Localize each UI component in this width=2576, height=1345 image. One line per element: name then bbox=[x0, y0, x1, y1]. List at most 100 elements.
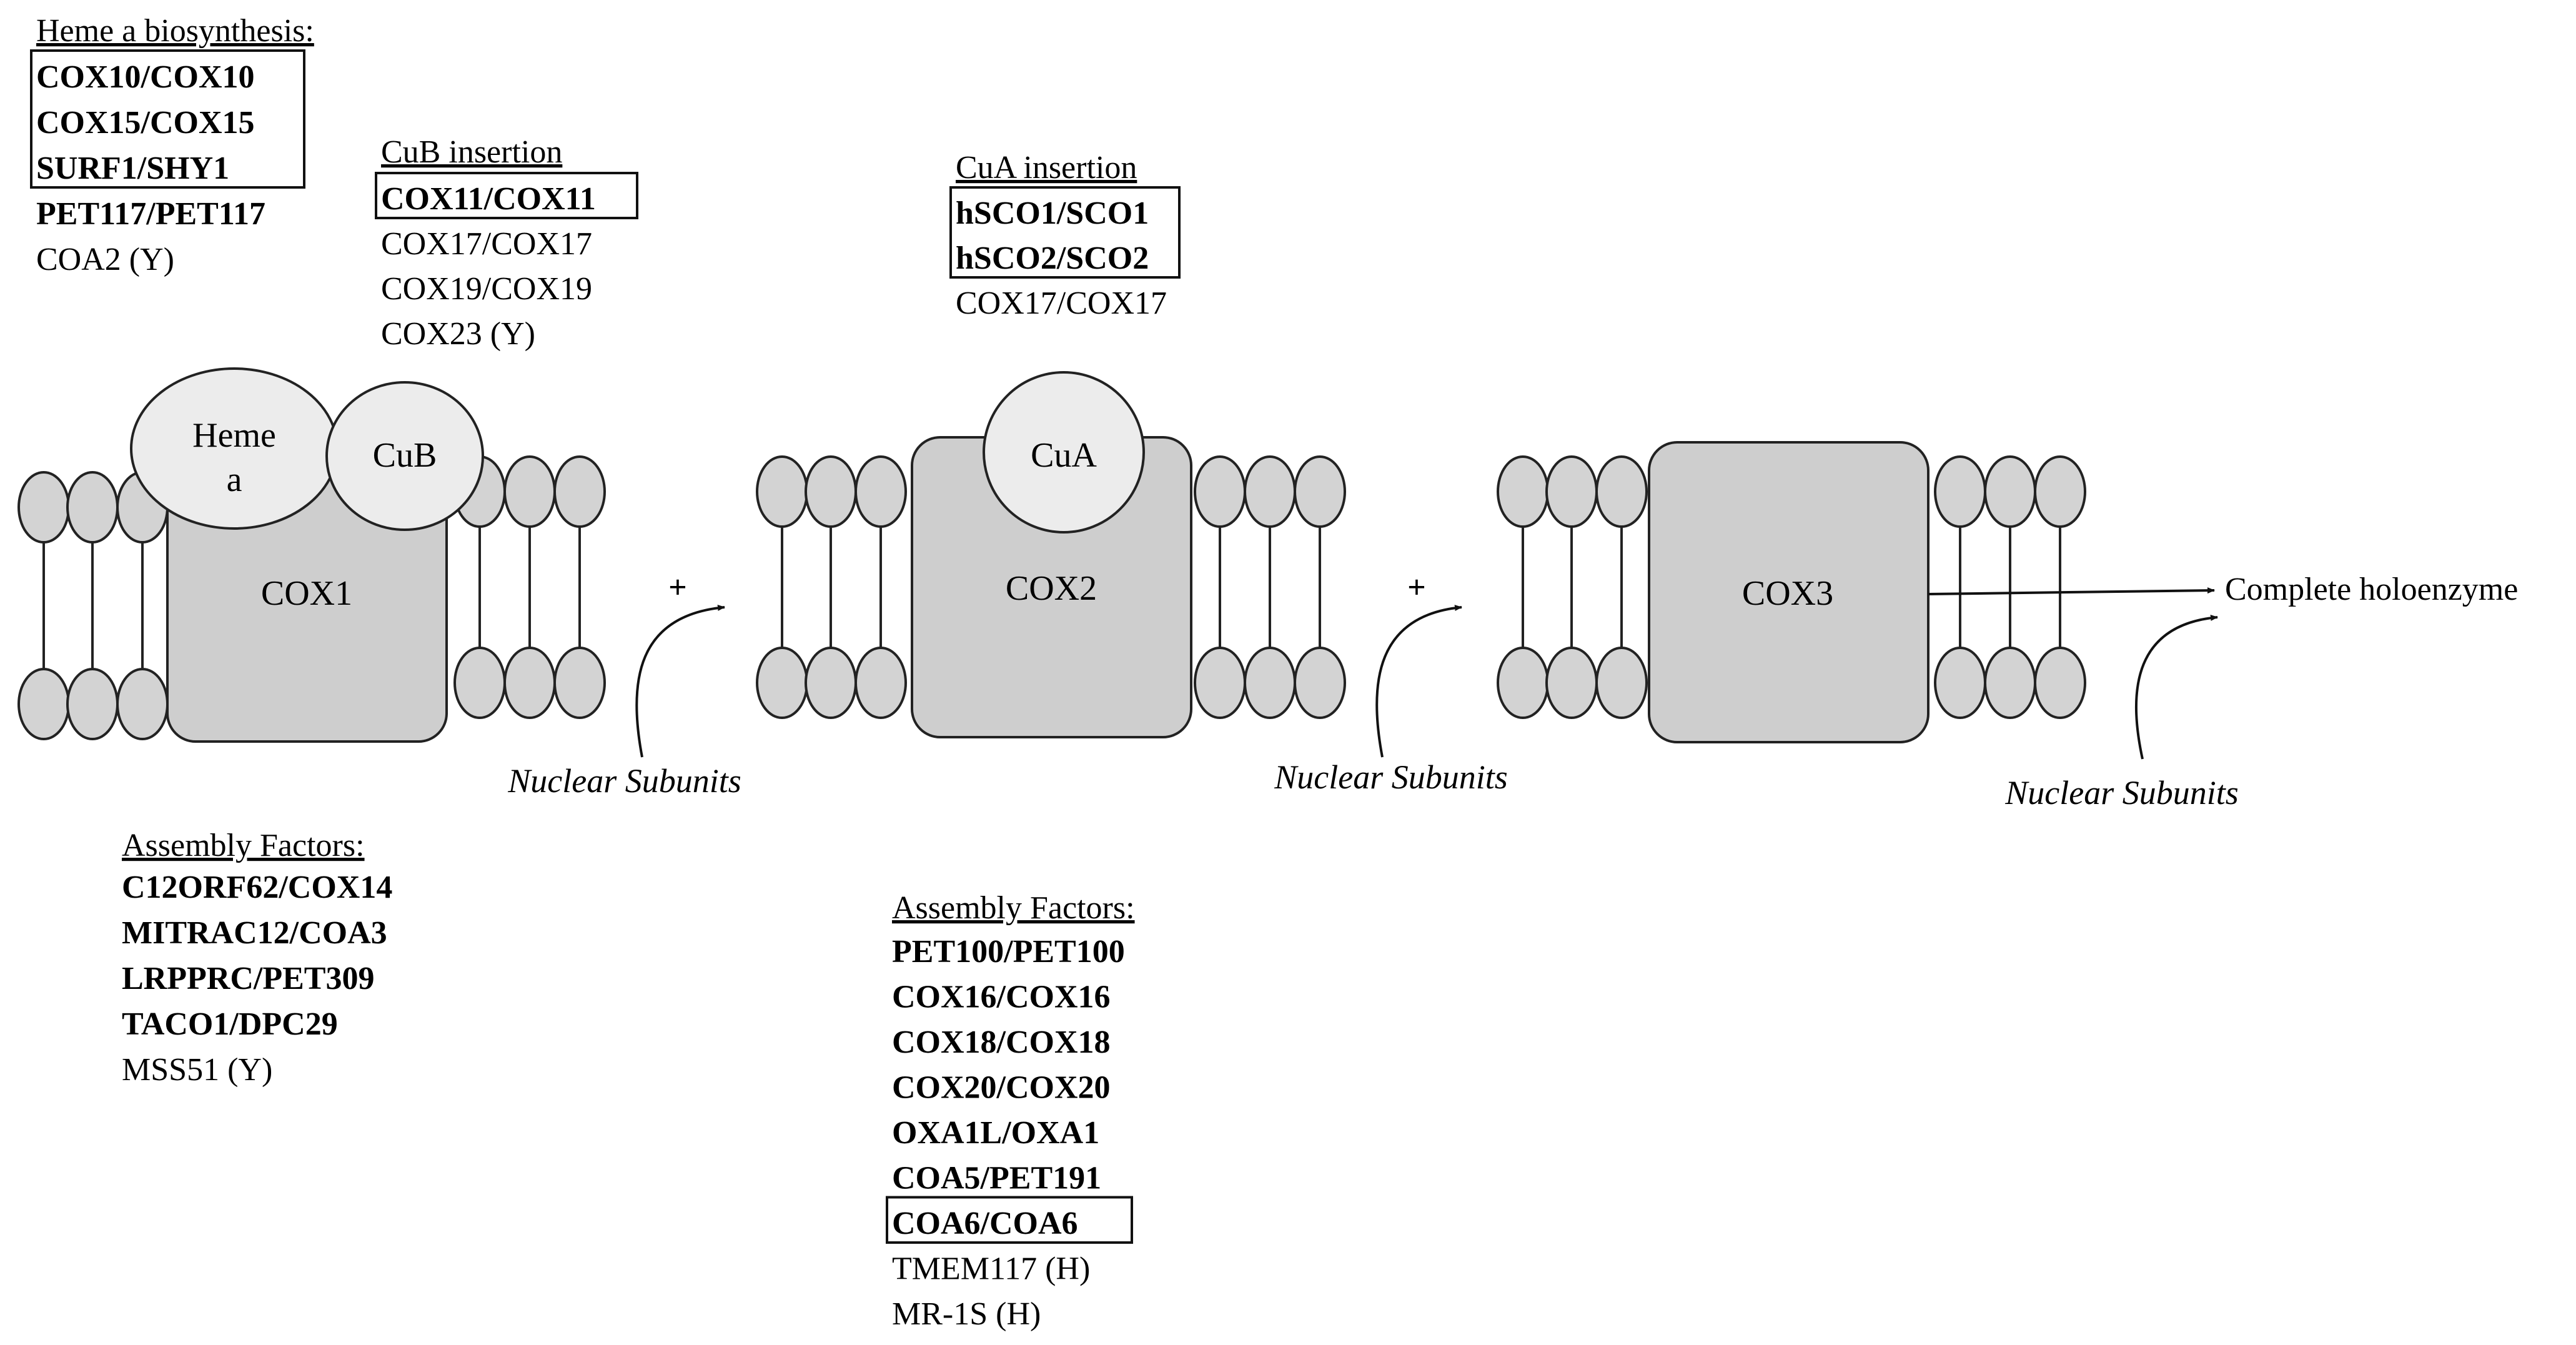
factor-item: TMEM117 (H) bbox=[892, 1251, 1090, 1287]
block-title: Heme a biosynthesis: bbox=[36, 13, 314, 49]
lipid-head-bottom bbox=[553, 647, 606, 719]
lipid-head-top bbox=[756, 455, 808, 528]
cox3-subunit bbox=[1648, 441, 1930, 743]
block-title: CuA insertion bbox=[956, 150, 1137, 186]
cox3-label: COX3 bbox=[1742, 574, 1833, 613]
nuclear-arrow-2 bbox=[1375, 605, 1462, 758]
factor-item: COX10/COX10 bbox=[36, 59, 255, 95]
lipid-head-top bbox=[1934, 455, 1986, 528]
factor-item: COA6/COA6 bbox=[892, 1206, 1078, 1241]
lipid-head-bottom bbox=[17, 668, 70, 740]
factor-item: C12ORF62/COX14 bbox=[122, 870, 392, 905]
cox1-label: COX1 bbox=[261, 574, 352, 613]
lipid-head-bottom bbox=[805, 647, 857, 719]
membrane-cox1-left bbox=[17, 471, 169, 740]
nuclear-arrow-3 bbox=[2134, 615, 2218, 760]
lipid-head-top bbox=[1194, 455, 1246, 528]
factor-item: COX11/COX11 bbox=[381, 181, 596, 217]
assembly-factors-cox2-block: Assembly Factors: PET100/PET100COX16/COX1… bbox=[886, 890, 1135, 1332]
nuclear-subunits-label-2: Nuclear Subunits bbox=[1274, 758, 1508, 796]
cub-insertion-block: CuB insertionCOX11/COX11COX17/COX17COX19… bbox=[375, 134, 638, 352]
lipid-head-bottom bbox=[1595, 647, 1648, 719]
lipid-head-bottom bbox=[855, 647, 907, 719]
heme-label-line1: Heme bbox=[192, 416, 276, 455]
highlight-frame bbox=[375, 172, 638, 219]
lipid-head-bottom bbox=[756, 647, 808, 719]
factor-item: COA2 (Y) bbox=[36, 242, 174, 277]
factor-item: COX16/COX16 bbox=[892, 980, 1111, 1015]
factor-item: COX15/COX15 bbox=[36, 105, 255, 141]
factor-item: LRPPRC/PET309 bbox=[122, 961, 374, 996]
factor-item: COX23 (Y) bbox=[381, 316, 535, 352]
block-title: Assembly Factors: bbox=[122, 828, 365, 863]
lipid-head-bottom bbox=[1244, 647, 1296, 719]
complete-holoenzyme-label: Complete holoenzyme bbox=[2225, 572, 2518, 607]
factor-item: SURF1/SHY1 bbox=[36, 151, 229, 186]
nuclear-subunits-label-1: Nuclear Subunits bbox=[507, 762, 741, 800]
lipid-head-bottom bbox=[503, 647, 556, 719]
factor-item: COX17/COX17 bbox=[381, 226, 592, 262]
factor-item: PET100/PET100 bbox=[892, 934, 1125, 970]
heme-label-line2: a bbox=[227, 460, 242, 499]
lipid-head-top bbox=[503, 455, 556, 528]
lipid-head-top bbox=[1595, 455, 1648, 528]
lipid-head-top bbox=[2034, 455, 2086, 528]
holoenzyme-arrow bbox=[1928, 587, 2215, 595]
plus-sign-1: + bbox=[668, 570, 687, 605]
assembly-factors-cox1-block: Assembly Factors: C12ORF62/COX14MITRAC12/… bbox=[122, 828, 392, 1088]
highlight-frame bbox=[30, 49, 305, 189]
plus-sign-2: + bbox=[1407, 570, 1426, 605]
lipid-head-bottom bbox=[116, 668, 169, 740]
block-title: Assembly Factors: bbox=[892, 890, 1135, 926]
factor-item: hSCO2/SCO2 bbox=[956, 241, 1149, 276]
factor-item: MR-1S (H) bbox=[892, 1296, 1041, 1332]
lipid-head-bottom bbox=[1497, 647, 1549, 719]
factor-item: OXA1L/OXA1 bbox=[892, 1115, 1099, 1151]
membrane-cox1-right bbox=[453, 455, 606, 719]
nuclear-subunits-label-3: Nuclear Subunits bbox=[2004, 774, 2239, 811]
factor-item: COX20/COX20 bbox=[892, 1070, 1111, 1106]
block-title: CuB insertion bbox=[381, 134, 562, 170]
lipid-head-top bbox=[553, 455, 606, 528]
lipid-head-top bbox=[805, 455, 857, 528]
lipid-head-top bbox=[1984, 455, 2036, 528]
factor-item: MITRAC12/COA3 bbox=[122, 915, 387, 951]
nuclear-arrow-1 bbox=[635, 605, 725, 758]
highlight-frame bbox=[886, 1196, 1133, 1244]
lipid-head-bottom bbox=[1984, 647, 2036, 719]
lipid-head-top bbox=[1294, 455, 1346, 528]
membrane-cox2-left bbox=[756, 455, 907, 719]
lipid-head-top bbox=[1545, 455, 1598, 528]
factor-item: COX18/COX18 bbox=[892, 1025, 1111, 1060]
cua-cofactor bbox=[983, 371, 1145, 534]
factor-item: COX19/COX19 bbox=[381, 271, 592, 307]
cox2-label: COX2 bbox=[1006, 569, 1097, 608]
factor-item: COA5/PET191 bbox=[892, 1161, 1101, 1196]
lipid-head-top bbox=[1497, 455, 1549, 528]
lipid-head-top bbox=[66, 471, 119, 543]
cua-label: CuA bbox=[1031, 436, 1097, 475]
factor-item: MSS51 (Y) bbox=[122, 1052, 272, 1088]
lipid-head-top bbox=[1244, 455, 1296, 528]
cua-insertion-block: CuA insertion hSCO1/SCO1 hSCO2/SCO2COX17/C… bbox=[949, 150, 1181, 321]
factor-item: COX17/COX17 bbox=[956, 285, 1167, 321]
cub-cofactor bbox=[325, 381, 484, 531]
lipid-head-bottom bbox=[1545, 647, 1598, 719]
factor-item: PET117/PET117 bbox=[36, 196, 265, 232]
membrane-cox3-left bbox=[1497, 455, 1648, 719]
cub-label: CuB bbox=[373, 436, 437, 475]
lipid-head-bottom bbox=[66, 668, 119, 740]
lipid-head-bottom bbox=[1294, 647, 1346, 719]
lipid-head-top bbox=[17, 471, 70, 543]
highlight-frame bbox=[949, 186, 1181, 279]
factor-item: hSCO1/SCO1 bbox=[956, 196, 1149, 231]
membrane-cox3-right bbox=[1934, 455, 2086, 719]
lipid-head-top bbox=[855, 455, 907, 528]
lipid-head-bottom bbox=[453, 647, 506, 719]
lipid-head-bottom bbox=[2034, 647, 2086, 719]
heme-biosynthesis-block: Heme a biosynthesis: COX10/COX10COX15/COX… bbox=[30, 13, 314, 277]
lipid-head-bottom bbox=[1194, 647, 1246, 719]
lipid-head-bottom bbox=[1934, 647, 1986, 719]
membrane-cox2-right bbox=[1194, 455, 1346, 719]
